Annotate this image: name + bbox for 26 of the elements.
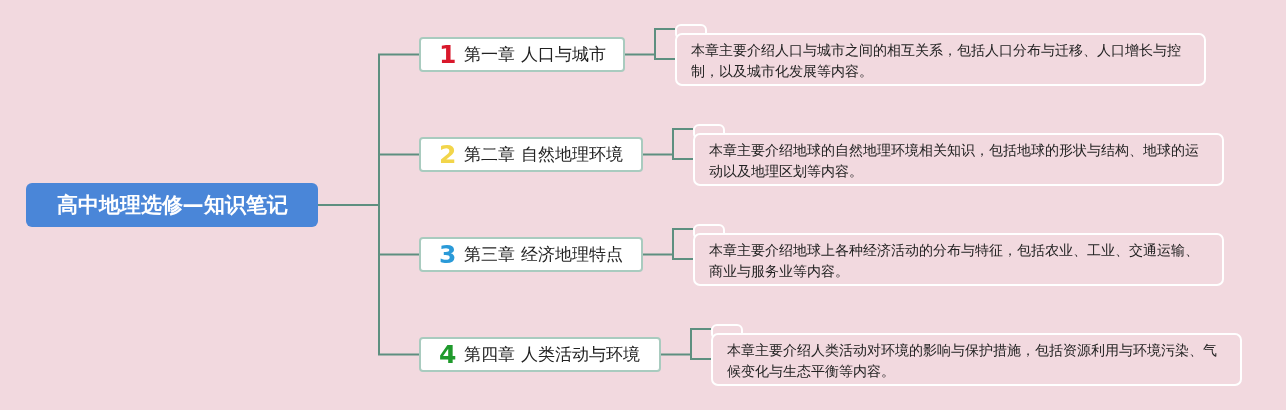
- note-text: 本章主要介绍地球上各种经济活动的分布与特征，包括农业、工业、交通运输、商业与服务业等内容。: [709, 241, 1200, 281]
- connector-line: [660, 328, 712, 360]
- note-text: 本章主要介绍人口与城市之间的相互关系，包括人口分布与迁移、人口增长与控制，以及城市化发展等内容。: [691, 41, 1182, 81]
- note-callout: [693, 124, 1224, 186]
- chapter-number: 4: [439, 340, 457, 369]
- chapter-title: 第一章 人口与城市: [464, 43, 606, 66]
- note-callout: [693, 224, 1224, 286]
- connector-line: [642, 128, 694, 160]
- chapter-title: 第三章 经济地理特点: [464, 243, 623, 266]
- chapter-number: 3: [439, 240, 457, 269]
- chapter-box: [419, 37, 625, 72]
- connector-line: [317, 204, 420, 356]
- note-text: 本章主要介绍地球的自然地理环境相关知识，包括地球的形状与结构、地球的运动以及地理区划等内容。: [709, 141, 1200, 181]
- chapter-title: 第二章 自然地理环境: [464, 143, 623, 166]
- note-text: 本章主要介绍人类活动对环境的影响与保护措施，包括资源利用与环境污染、气候变化与生态平衡等内容。: [727, 341, 1218, 381]
- chapter-box: [419, 237, 643, 272]
- note-callout: [675, 24, 1206, 86]
- chapter-box: [419, 137, 643, 172]
- chapter-number: 1: [439, 40, 457, 69]
- chapter-title: 第四章 人类活动与环境: [464, 343, 640, 366]
- connector-line: [624, 28, 676, 60]
- connector-line: [642, 228, 694, 260]
- root-topic-box: 高中地理选修—知识笔记: [26, 183, 318, 227]
- note-callout: [711, 324, 1242, 386]
- chapter-box: [419, 337, 661, 372]
- chapter-number: 2: [439, 140, 457, 169]
